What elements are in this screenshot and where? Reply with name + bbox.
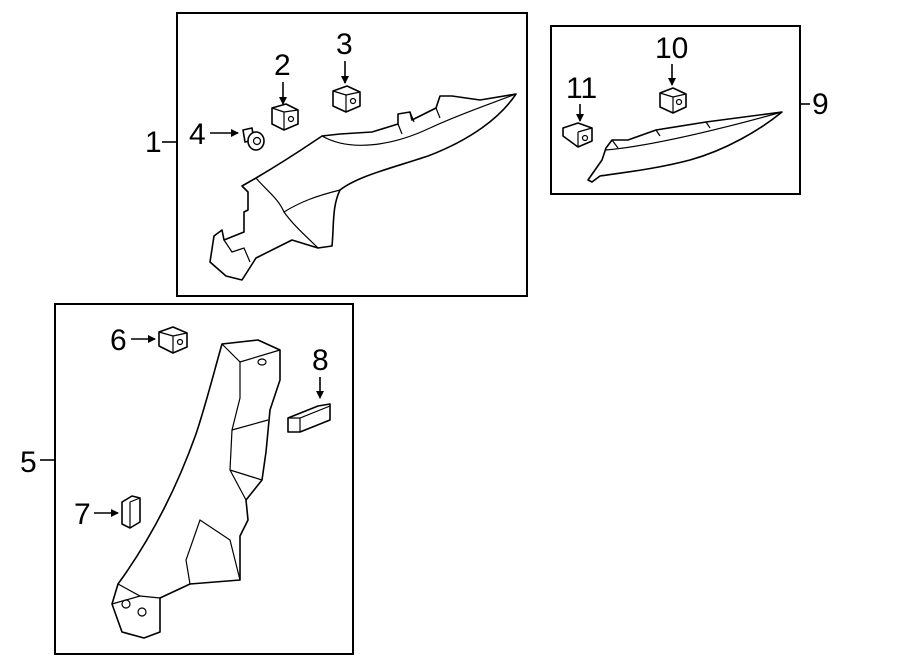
group-box-5: 5 6 7 8 [20,303,354,655]
group-box-9: 9 10 11 [550,25,829,195]
group-5-frame [54,303,354,655]
clip-6-icon [158,326,188,354]
group-1-frame [176,12,528,297]
clip-2-icon [271,103,299,131]
callout-10: 10 [655,32,688,65]
callout-2: 2 [274,49,291,82]
pad-7-icon [121,495,141,529]
callout-3: 3 [336,28,353,61]
callout-7: 7 [74,498,91,531]
clip-3-icon [332,85,361,113]
callout-9: 9 [812,88,829,121]
rear-garnish-9 [587,111,783,183]
callout-6: 6 [110,324,127,357]
group-9-frame [550,25,801,195]
clip-10-icon [659,87,687,114]
callout-1: 1 [145,126,162,159]
callout-8: 8 [312,344,329,377]
callout-5: 5 [20,446,37,479]
pad-8-icon [287,403,331,433]
upper-trim-panel-1 [209,93,517,281]
push-pin-4-icon [242,127,265,151]
callout-4: 4 [189,118,206,151]
callout-11: 11 [566,72,597,105]
pillar-trim-5 [111,339,281,639]
clip-11-icon [562,122,593,148]
group-box-1: 1 2 3 4 [145,12,528,297]
